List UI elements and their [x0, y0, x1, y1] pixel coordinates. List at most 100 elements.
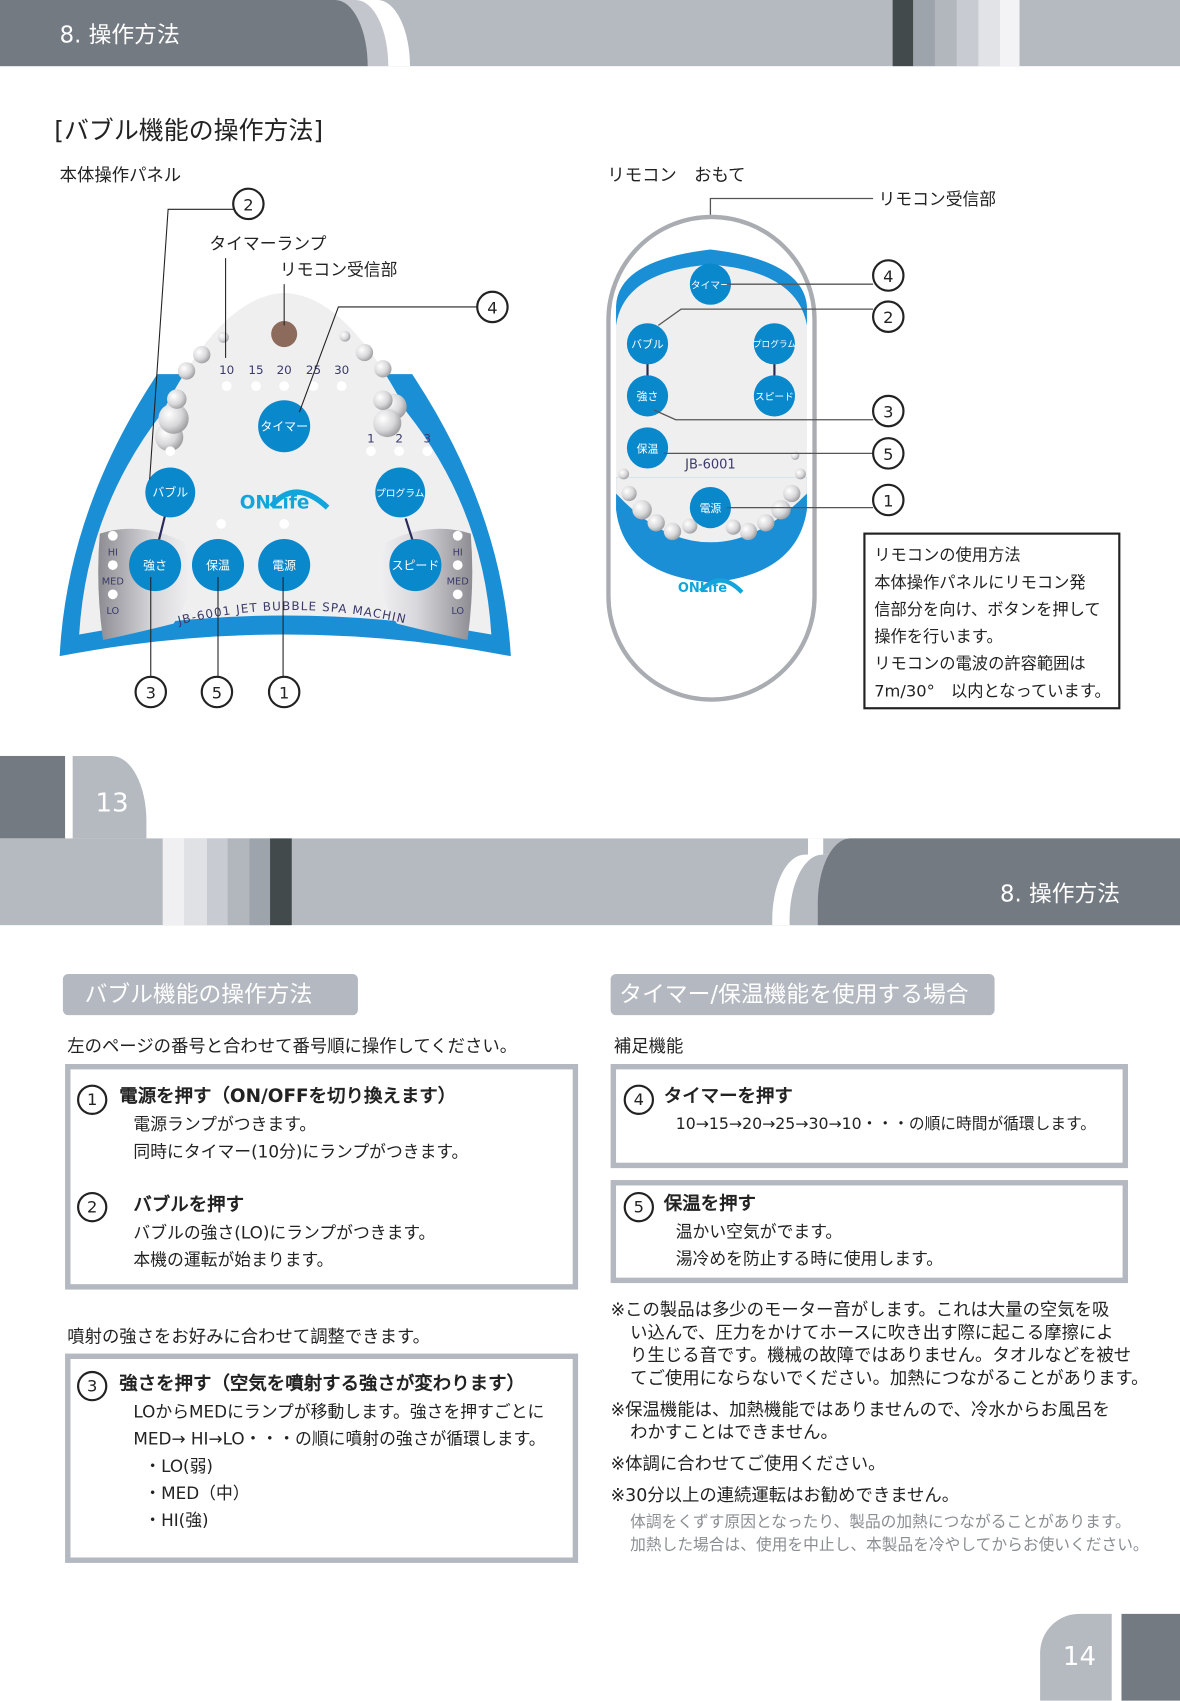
header-stripe: [956, 0, 979, 67]
panel-bubble-button[interactable]: [145, 467, 196, 518]
band-stripe: [184, 838, 208, 926]
header-stripe: [913, 0, 935, 67]
remote-callout-lines: [653, 197, 874, 509]
level-label: MED: [447, 577, 469, 588]
bubble-operation-heading: バブル機能の操作方法: [62, 973, 358, 1016]
steps-1-2-box: [65, 1063, 579, 1290]
button-label: タイマー: [691, 280, 730, 292]
band-stripe: [808, 838, 824, 861]
panel-program-button[interactable]: [375, 467, 426, 518]
page-14-header-title: 8. 操作方法: [1000, 880, 1121, 907]
button-label: 電源: [700, 501, 722, 515]
diagrams: 10 15 20 25 30 1 2 3 HI MED LO: [0, 0, 997, 709]
section-title: [バブル機能の操作方法]: [54, 117, 324, 146]
remote-strength-button[interactable]: [626, 375, 669, 417]
step-3-box: [65, 1353, 579, 1563]
header-stripe: [934, 0, 957, 67]
strength-intro: 噴射の強さをお好みに合わせて調整できます。: [67, 1326, 430, 1348]
step-5-box: [610, 1180, 1128, 1284]
button-label: スピード: [392, 558, 440, 572]
note-line: い込んで、圧力をかけてホースに吹き出す際に起こる摩擦によ: [630, 1322, 1114, 1343]
panel-callouts: [134, 187, 509, 709]
step-2-line: バブルの強さ(LO)にランプがつきます。: [133, 1223, 436, 1243]
panel-power-button[interactable]: [258, 539, 311, 592]
button-label: バブル: [152, 486, 188, 500]
callout-number: 1: [883, 492, 893, 511]
band-stripe: [227, 838, 250, 926]
band-stripe: [207, 838, 228, 926]
level-label: HI: [453, 547, 463, 558]
note-line: ※体調に合わせてご使用ください。: [610, 1453, 886, 1474]
callout-number: 4: [487, 298, 497, 317]
page-14-tab: [1040, 1613, 1112, 1701]
note-line: ※30分以上の連続運転はお勧めできません。: [610, 1484, 960, 1506]
callout-number: 5: [212, 683, 222, 702]
remote-speed-button[interactable]: [753, 375, 796, 417]
timer-value: 30: [334, 363, 349, 377]
callout-number: 2: [243, 195, 253, 214]
strength-level: ・HI(強): [144, 1510, 209, 1531]
remote-bubbles: [618, 451, 806, 541]
strength-level: ・LO(弱): [144, 1456, 214, 1477]
timer-value: 15: [248, 363, 263, 377]
remote-button-labels: タイマー バブル プログラム 強さ スピード 保温 電源: [631, 280, 796, 515]
step-4-box: [610, 1063, 1128, 1169]
timer-value: 20: [277, 363, 292, 377]
remote-diagram: タイマー バブル プログラム 強さ スピード 保温 電源 JB-6001 ONL…: [606, 189, 997, 702]
callout-number: 2: [883, 308, 893, 327]
step-5-line: 温かい空気がでます。: [675, 1222, 843, 1242]
remote-bubble-button[interactable]: [626, 323, 669, 365]
bubble-decoration: [155, 330, 407, 452]
remote-program-button[interactable]: [753, 323, 796, 365]
step-number-5: 5: [623, 1191, 655, 1223]
remote-power-button[interactable]: [689, 486, 732, 529]
remote-onlife-logo: ONLife: [678, 578, 744, 596]
step-number-1: 1: [77, 1084, 108, 1115]
usage-line: リモコンの電波の許容範囲は: [874, 654, 1086, 674]
header-dark-block: [0, 0, 368, 67]
note-line: ※この製品は多少のモーター音がします。これは大量の空気を吸: [610, 1299, 1110, 1320]
step-3-title: 強さを押す（空気を噴射する強さが変わります）: [119, 1373, 525, 1395]
caution-line: 体調をくずす原因となったり、製品の加熱につながることがあります。: [630, 1514, 1131, 1532]
step-3-line: MED→ HI→LO・・・の順に噴射の強さが循環します。: [133, 1429, 546, 1450]
usage-line: 信部分を向け、ボタンを押して: [874, 599, 1101, 620]
remote-callout-numbers: 4 2 3 5 1: [883, 267, 893, 511]
header-stripe: [1000, 0, 1020, 67]
note-line: ※保温機能は、加熱機能ではありませんので、冷水からお風呂を: [610, 1399, 1110, 1420]
level-label: LO: [106, 606, 119, 617]
remote-callouts: [872, 259, 905, 517]
level-labels: HI MED LO HI MED LO: [102, 547, 469, 617]
receiver-label: リモコン受信部: [280, 259, 398, 279]
header-stripe: [978, 0, 1001, 67]
remote-model: JB-6001: [684, 458, 736, 473]
remote-receiver-label: リモコン受信部: [879, 189, 997, 209]
panel-buttons: [129, 400, 442, 592]
page-13-dark-block: [0, 755, 66, 839]
panel-keep-warm-button[interactable]: [191, 539, 245, 592]
control-panel-diagram: 10 15 20 25 30 1 2 3 HI MED LO: [0, 0, 511, 709]
logo-text: ONLife: [240, 493, 310, 514]
callout-number: 4: [883, 267, 893, 286]
panel-callout-lines: [149, 208, 478, 677]
logo-text: ONLife: [678, 581, 727, 596]
step-2-line: 本機の運転が始まります。: [133, 1250, 334, 1271]
note-line: り生じる音です。機械の故障ではありません。タオルなどを被せ: [630, 1344, 1132, 1366]
button-label: 保温: [206, 558, 230, 572]
remote-timer-button[interactable]: [689, 263, 732, 305]
panel-strength-button[interactable]: [129, 539, 182, 592]
header-stripe: [892, 0, 914, 67]
step-1-line: 電源ランプがつきます。: [133, 1114, 317, 1135]
program-value: 2: [395, 432, 403, 446]
note-line: てご使用にならないでください。加熱につながることがあります。: [630, 1367, 1149, 1389]
lamp-dots: [107, 381, 463, 600]
panel-timer-button[interactable]: [258, 400, 311, 453]
program-value: 1: [367, 432, 375, 446]
step-4-title: タイマーを押す: [663, 1085, 793, 1108]
remote-keep-warm-button[interactable]: [626, 427, 669, 469]
button-label: タイマー: [260, 420, 308, 434]
step-5-line: 湯冷めを防止する時に使用します。: [675, 1249, 944, 1269]
panel-speed-button[interactable]: [389, 539, 442, 592]
supplementary-label: 補足機能: [613, 1035, 684, 1057]
strength-level: ・MED（中）: [144, 1483, 250, 1504]
